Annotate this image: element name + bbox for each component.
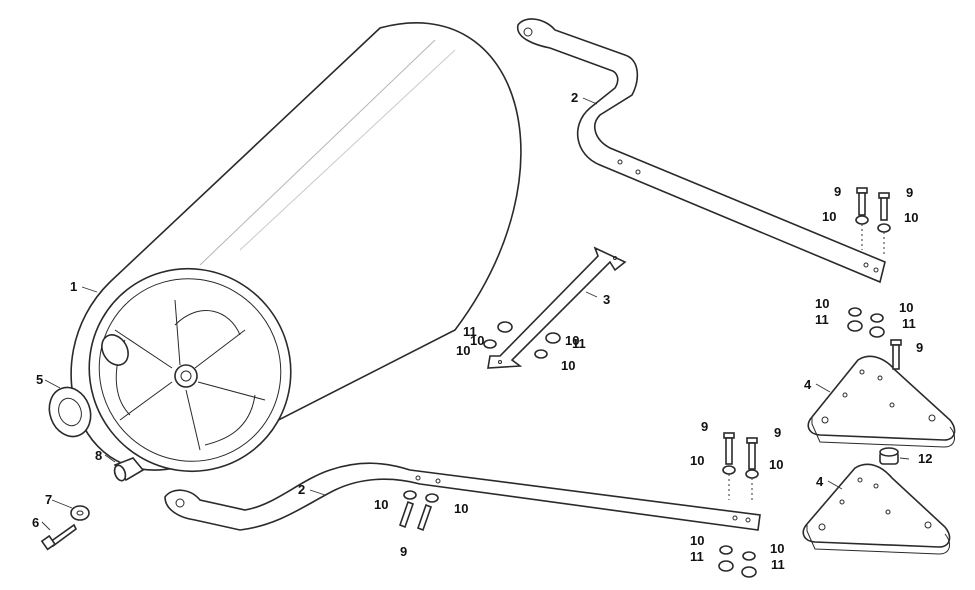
- handle-lower: [164, 462, 761, 531]
- callout-plate-lower: 4: [816, 474, 824, 489]
- callout-bolt: 9: [834, 184, 841, 199]
- plug: [48, 386, 92, 438]
- callout-end-bolt: 6: [32, 515, 39, 530]
- callout-washer: 10: [770, 541, 784, 556]
- callout-handle-upper: 2: [571, 90, 578, 105]
- bolt-c: [890, 339, 902, 370]
- callout-handle-lower: 2: [298, 482, 305, 497]
- callout-nut: 11: [815, 312, 829, 327]
- assembly-lines: [728, 224, 885, 502]
- callout-nut: 11: [572, 336, 586, 351]
- callout-washer: 10: [815, 296, 829, 311]
- callout-spacer: 12: [918, 451, 932, 466]
- end-bolt: [40, 523, 78, 551]
- bolt-d: [723, 432, 735, 465]
- callout-washer: 10: [822, 209, 836, 224]
- callout-plug: 5: [36, 372, 43, 387]
- handle-upper: [517, 18, 886, 284]
- drum: [70, 22, 522, 473]
- callout-drum: 1: [70, 279, 77, 294]
- bolt-f: [398, 500, 433, 532]
- callout-bolt: 9: [701, 419, 708, 434]
- callout-washer: 10: [561, 358, 575, 373]
- callout-labels: 1 2 2 3 4 4 5 6 7 8 9 9 9 9 9 9 10 10 10…: [32, 90, 932, 572]
- callout-bushing: 8: [95, 448, 102, 463]
- bolt-e: [746, 437, 758, 470]
- callout-washer: 10: [374, 497, 388, 512]
- brace: [487, 246, 627, 369]
- callout-washer: 10: [690, 533, 704, 548]
- callout-washer: 10: [690, 453, 704, 468]
- plate-upper: [807, 355, 956, 448]
- callout-washer: 10: [904, 210, 918, 225]
- end-washer: [70, 505, 90, 521]
- callout-nut: 11: [771, 557, 785, 572]
- callout-washer: 10: [454, 501, 468, 516]
- callout-bolt: 9: [774, 425, 781, 440]
- callout-washer: 10: [565, 333, 579, 348]
- callout-bolt: 9: [916, 340, 923, 355]
- callout-nut: 11: [690, 549, 704, 564]
- callout-washer: 10: [769, 457, 783, 472]
- callout-washer: 10: [899, 300, 913, 315]
- callout-plate-upper: 4: [804, 377, 812, 392]
- bolt-b: [878, 192, 890, 221]
- callout-nut: 11: [463, 324, 477, 339]
- callout-washer: 10: [456, 343, 470, 358]
- plate-lower: [802, 463, 951, 555]
- callout-brace: 3: [603, 292, 610, 307]
- bolts: [398, 187, 902, 532]
- bushing: [113, 457, 145, 482]
- leader-lines: [41, 97, 910, 531]
- spacer: [879, 447, 899, 465]
- callout-end-washer: 7: [45, 492, 52, 507]
- washers-and-nuts: [403, 215, 891, 578]
- callout-bolt: 9: [400, 544, 407, 559]
- callout-nut: 11: [902, 316, 916, 331]
- callout-bolt: 9: [906, 185, 913, 200]
- callout-washer: 10: [470, 333, 484, 348]
- bolt-a: [856, 187, 868, 216]
